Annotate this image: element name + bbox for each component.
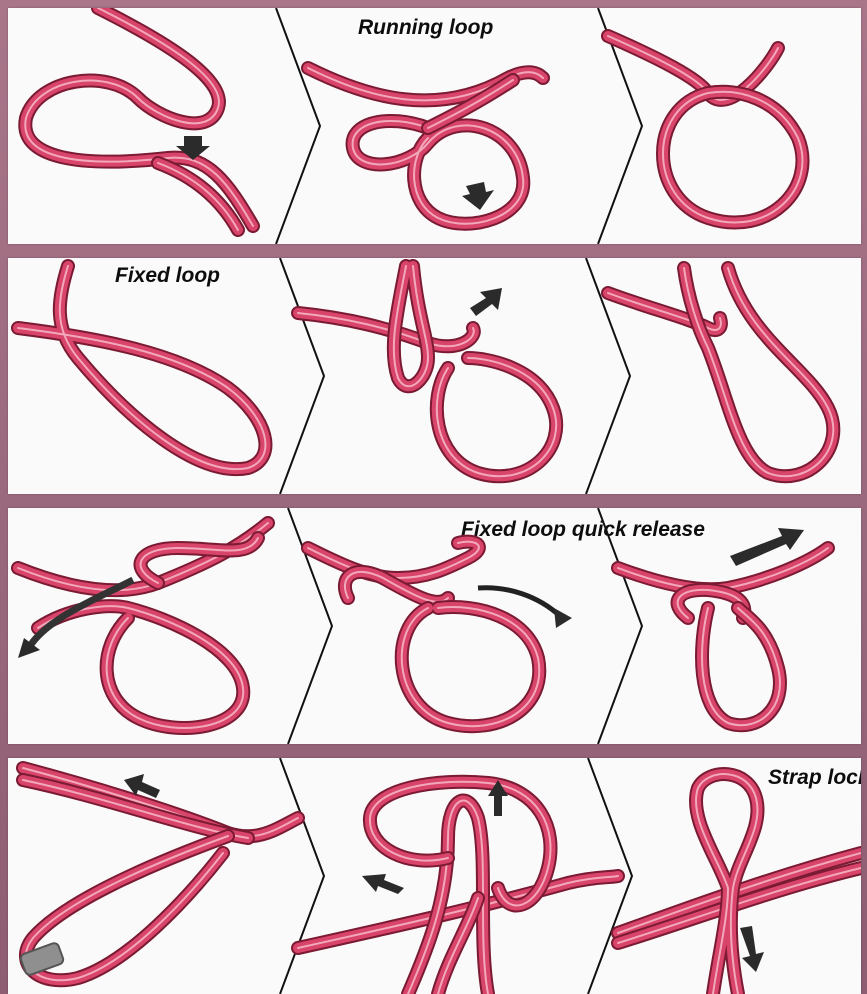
rope-step-3 <box>618 548 828 725</box>
rope-segment <box>684 268 833 476</box>
strip-illustration <box>8 508 861 744</box>
rope-step-2 <box>308 542 539 727</box>
rope-segment <box>38 606 243 728</box>
step-separator <box>276 8 320 244</box>
step-separator <box>280 258 324 494</box>
arrow-down <box>740 926 764 972</box>
rope-step-2 <box>298 266 556 476</box>
rope-segment <box>18 266 265 469</box>
strip-illustration <box>8 258 861 494</box>
rope-step-3 <box>608 36 802 223</box>
rope-segment <box>38 606 243 728</box>
rope-step-2 <box>308 68 543 224</box>
strip-running-loop: Running loop <box>8 8 861 244</box>
rope-step-1 <box>18 266 265 469</box>
rope-step-3 <box>608 268 833 476</box>
rope-step-1 <box>25 8 253 230</box>
rope-segment <box>38 606 243 728</box>
rope-step-2 <box>298 782 618 994</box>
rope-step-3 <box>618 774 861 994</box>
arrow-down <box>462 182 494 210</box>
strip-illustration <box>8 8 861 244</box>
arrow-left <box>362 874 404 894</box>
rope-segment <box>684 268 833 476</box>
strip-fixed-loop: Fixed loop <box>8 258 861 494</box>
step-separator <box>598 508 642 744</box>
strip-illustration <box>8 758 861 994</box>
rope-segment <box>684 268 833 476</box>
arrow-head <box>554 608 572 628</box>
strip-fixed-loop-quick-release: Fixed loop quick release <box>8 508 861 744</box>
strip-strap-lock: Strap lock <box>8 758 861 994</box>
rope-segment <box>702 608 780 725</box>
arrow-up-right <box>470 288 502 316</box>
rope-step-1 <box>23 768 298 980</box>
step-separator <box>280 758 324 994</box>
rope-segment <box>353 121 524 224</box>
